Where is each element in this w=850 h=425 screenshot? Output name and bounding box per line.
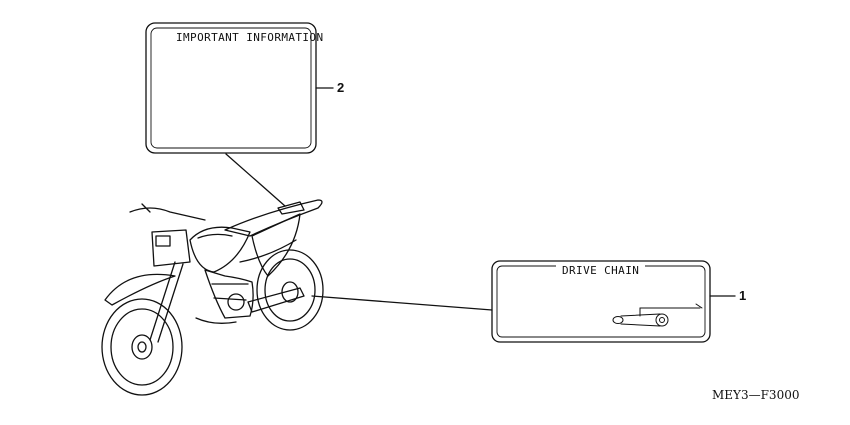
figure-code: MEY3—F3000: [712, 388, 800, 402]
label-1-pointer: [311, 295, 493, 311]
callout-2: 2: [337, 80, 345, 95]
drive-chain-title: DRIVE CHAIN: [556, 264, 646, 277]
label-2-pointer: [225, 153, 286, 207]
callout-1: 1: [739, 288, 747, 303]
drive-chain-title-wrap: DRIVE CHAIN: [556, 264, 646, 277]
chain-pictogram: [612, 303, 703, 327]
motorcycle-illustration: [101, 199, 324, 396]
important-information-title: IMPORTANT INFORMATION: [176, 31, 324, 44]
